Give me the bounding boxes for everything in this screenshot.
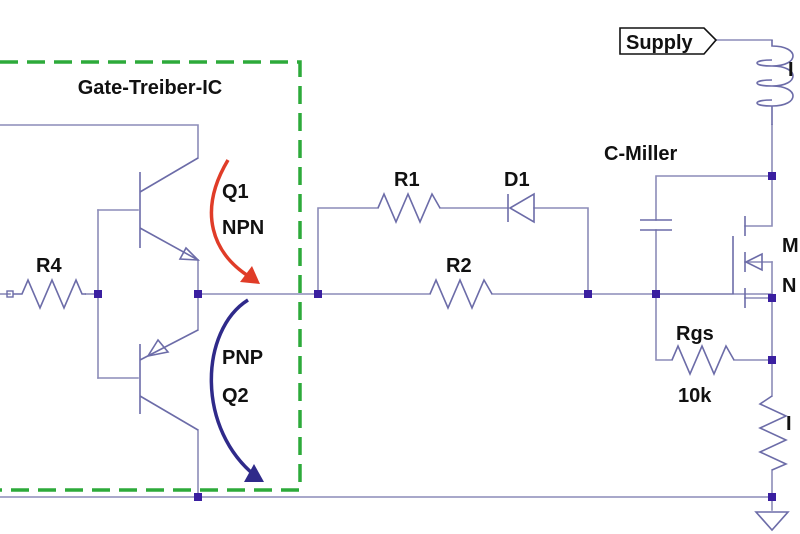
inductor: I <box>756 40 794 125</box>
label-r4: R4 <box>36 255 62 277</box>
label-rgs: Rgs <box>676 323 714 345</box>
arrow-q2-current <box>209 298 264 482</box>
label-q1-type: NPN <box>222 217 264 239</box>
wires <box>0 39 773 511</box>
label-q2-type: PNP <box>222 347 263 369</box>
label-mosfet-line1: M <box>782 235 799 257</box>
diode-d1: D1 <box>504 169 535 224</box>
label-d1: D1 <box>504 169 530 191</box>
transistor-q1-npn <box>139 157 201 261</box>
label-q1-name: Q1 <box>222 181 249 203</box>
ground-symbol-icon <box>754 511 790 532</box>
resistor-rgs: Rgs 10k <box>671 323 735 407</box>
resistor-source: I <box>758 395 792 471</box>
arrow-q1-current <box>209 159 260 284</box>
capacitor-c-miller: C-Miller <box>604 143 678 231</box>
resistor-r2: R2 <box>429 255 493 311</box>
label-rgs-value: 10k <box>678 385 712 407</box>
label-mosfet-line2: N <box>782 275 796 297</box>
label-c-miller: C-Miller <box>604 143 678 165</box>
label-inductor: I <box>788 59 794 81</box>
transistor-q2-pnp <box>139 329 199 431</box>
mosfet: M N <box>732 216 799 308</box>
label-r1: R1 <box>394 169 420 191</box>
resistor-r4: R4 <box>6 255 86 311</box>
label-q2-name: Q2 <box>222 385 249 407</box>
gate-driver-ic-boundary <box>0 60 302 492</box>
label-lower-resistor: I <box>786 413 792 435</box>
ic-title: Gate-Treiber-IC <box>78 77 222 99</box>
resistor-r1: R1 <box>377 169 441 225</box>
supply-flag-icon: Supply <box>619 27 718 55</box>
label-r2: R2 <box>446 255 472 277</box>
label-supply: Supply <box>626 32 694 54</box>
junctions <box>94 172 776 501</box>
